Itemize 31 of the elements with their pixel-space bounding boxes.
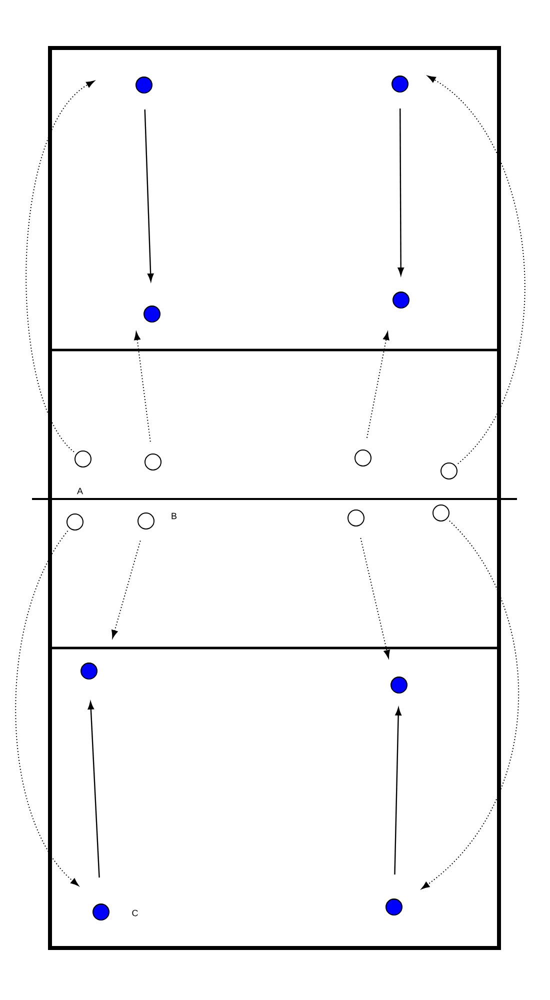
player-circle: [440, 462, 458, 480]
position-letter: A: [77, 488, 83, 494]
player-circle: [432, 504, 450, 522]
player-circle: [138, 512, 154, 530]
position-letter: B: [172, 512, 177, 520]
arrow: [26, 80, 95, 452]
player-circle: [66, 514, 84, 530]
arrow: [394, 708, 402, 875]
arrow: [421, 520, 519, 890]
player-circle: [348, 510, 364, 526]
arrow: [398, 108, 404, 276]
arrow: [144, 109, 154, 282]
player-marker: [92, 904, 110, 920]
arrow: [15, 530, 79, 886]
arrow: [366, 332, 390, 438]
player-marker: [386, 898, 402, 916]
position-letter: C: [132, 910, 138, 916]
player-circle: [74, 450, 92, 468]
arrow: [134, 332, 151, 442]
player-marker: [80, 662, 98, 680]
arrow: [112, 540, 141, 638]
player-marker: [392, 76, 408, 92]
arrow: [360, 537, 390, 658]
player-marker: [392, 292, 410, 308]
arrow: [88, 702, 100, 878]
player-marker: [136, 76, 152, 94]
player-circle: [354, 450, 372, 466]
arrow: [427, 76, 526, 464]
player-marker: [390, 676, 408, 694]
player-circle: [144, 454, 162, 470]
player-marker: [144, 306, 160, 322]
